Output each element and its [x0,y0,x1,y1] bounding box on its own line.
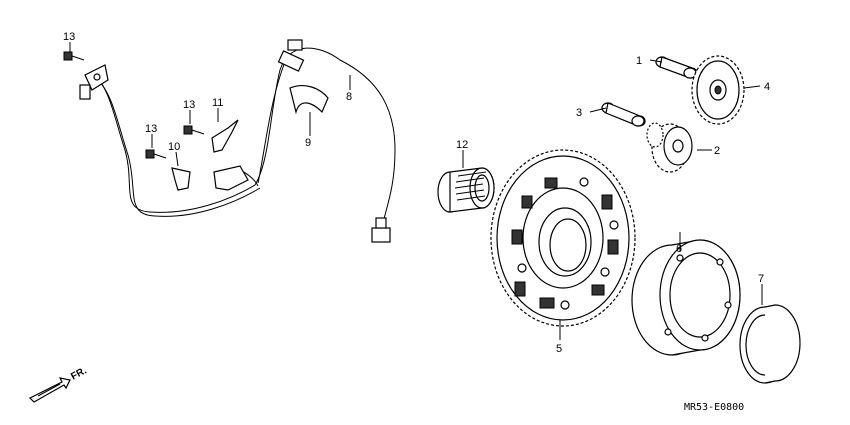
bracket [213,165,249,191]
guard-9 [289,85,329,115]
callout-3: 3 [576,107,582,119]
clip-11 [211,119,239,153]
bolt-lower-left [145,149,167,159]
sensor-assembly [79,64,109,100]
callout-2: 2 [714,145,720,157]
leader-lines [69,42,763,340]
front-direction-label: FR. [69,365,89,382]
bolt-top-left [63,51,85,61]
callout-4: 4 [764,81,770,93]
callout-13-lower: 13 [145,123,157,135]
callout-12: 12 [456,139,468,151]
callout-7: 7 [758,273,764,285]
pin-1 [655,56,698,79]
callout-11: 11 [212,97,223,109]
callout-8: 8 [346,91,352,103]
callout-10: 10 [168,141,180,153]
callout-1: 1 [636,55,642,67]
pin-3 [601,102,646,127]
diagram-code: MR53-E0800 [684,402,744,413]
callout-5: 5 [556,343,562,355]
callout-9: 9 [305,137,311,149]
clamp-10 [171,167,191,191]
idle-gear-4 [691,55,745,125]
starter-clutch-outer [631,239,741,356]
callout-6: 6 [676,243,682,255]
bolt-middle [183,125,205,135]
starter-driven-gear [490,149,636,327]
reduction-gear-2 [646,122,693,173]
callout-13-middle: 13 [183,99,195,111]
one-way-clutch [739,304,801,384]
front-direction-arrow: FR. [28,365,89,403]
callout-13-top: 13 [63,31,75,43]
needle-bearing [437,167,495,213]
wire-harness [94,39,396,243]
